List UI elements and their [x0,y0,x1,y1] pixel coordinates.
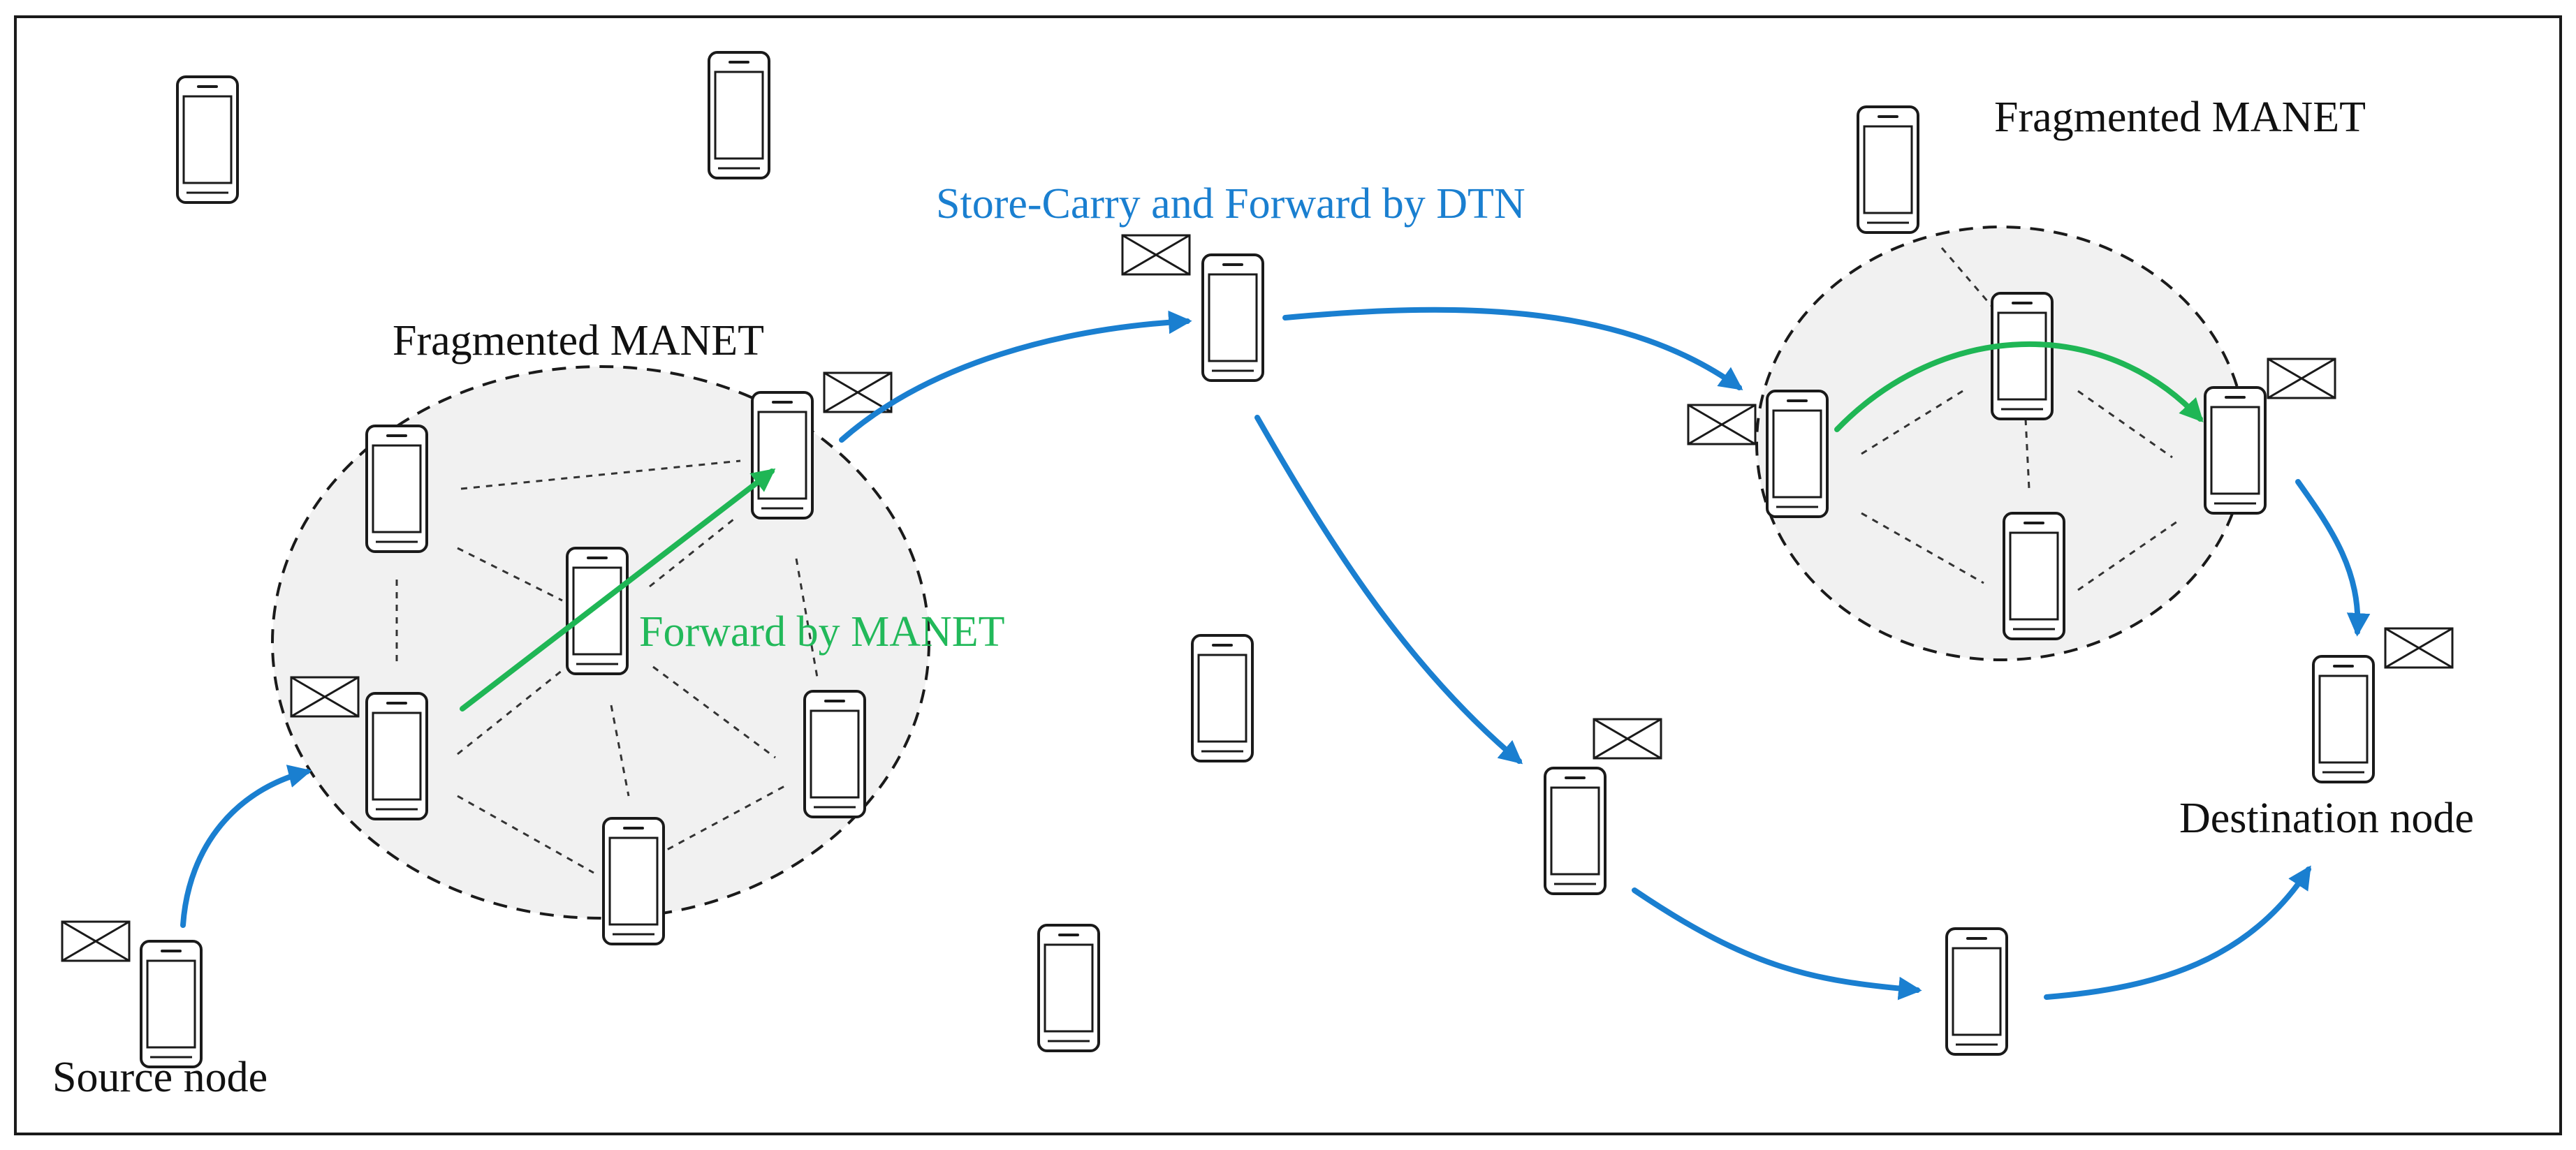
smartphone-icon [176,75,239,204]
dtn-arrow-to-destination-top [2295,479,2371,637]
envelope-icon [61,920,131,962]
smartphone-icon [803,690,866,818]
manet-arrow-left [460,468,776,712]
smartphone-icon [1945,927,2008,1056]
smartphone-icon [1191,634,1254,762]
envelope-icon [2384,627,2454,669]
dtn-arrow-cluster-to-carrier [839,310,1192,443]
fragmented-manet-left-label: Fragmented MANET [393,317,764,364]
smartphone-icon [2312,655,2375,783]
fragmented-manet-right-label: Fragmented MANET [1994,94,2366,141]
smartphone-icon [1201,253,1264,382]
dtn-arrow-carrier-down [1254,415,1523,765]
dtn-arrow-source-to-cluster [180,765,312,928]
envelope-icon [1593,718,1662,760]
dtn-arrows [180,307,2371,1001]
manet-arrow-right [1834,341,2204,432]
smartphone-icon [1544,767,1607,895]
smartphone-icon [602,817,665,945]
destination-node-label: Destination node [2179,795,2474,842]
manet-arrows [460,341,2204,712]
smartphone-icon [1857,105,1919,234]
smartphone-icon [751,391,814,519]
source-node-label: Source node [52,1054,268,1101]
smartphone-icon [2003,512,2065,640]
smartphone-icon [365,425,428,553]
envelope-icon [823,371,893,413]
smartphone-icon [140,940,203,1068]
dtn-arrow-to-destination-bottom [2044,865,2311,1000]
smartphone-icon [1037,924,1100,1052]
envelope-icon [290,676,360,718]
smartphone-icon [1991,292,2054,420]
envelope-icon [1121,234,1191,276]
dtn-arrow-carrier-to-right-cluster [1282,307,1743,390]
smartphone-icon [1766,390,1829,518]
smartphone-icon [365,692,428,820]
store-carry-forward-label: Store-Carry and Forward by DTN [936,180,1525,228]
envelope-icon [1687,404,1757,445]
left-cluster-links [395,459,819,874]
forward-by-manet-label: Forward by MANET [639,608,1005,656]
smartphone-icon [708,51,770,179]
envelope-icon [2267,357,2336,399]
smartphone-icon [566,547,629,675]
figure-frame [14,15,2562,1135]
smartphone-icon [2204,386,2267,515]
dtn-arrow-to-bottom-node [1632,887,1922,1001]
